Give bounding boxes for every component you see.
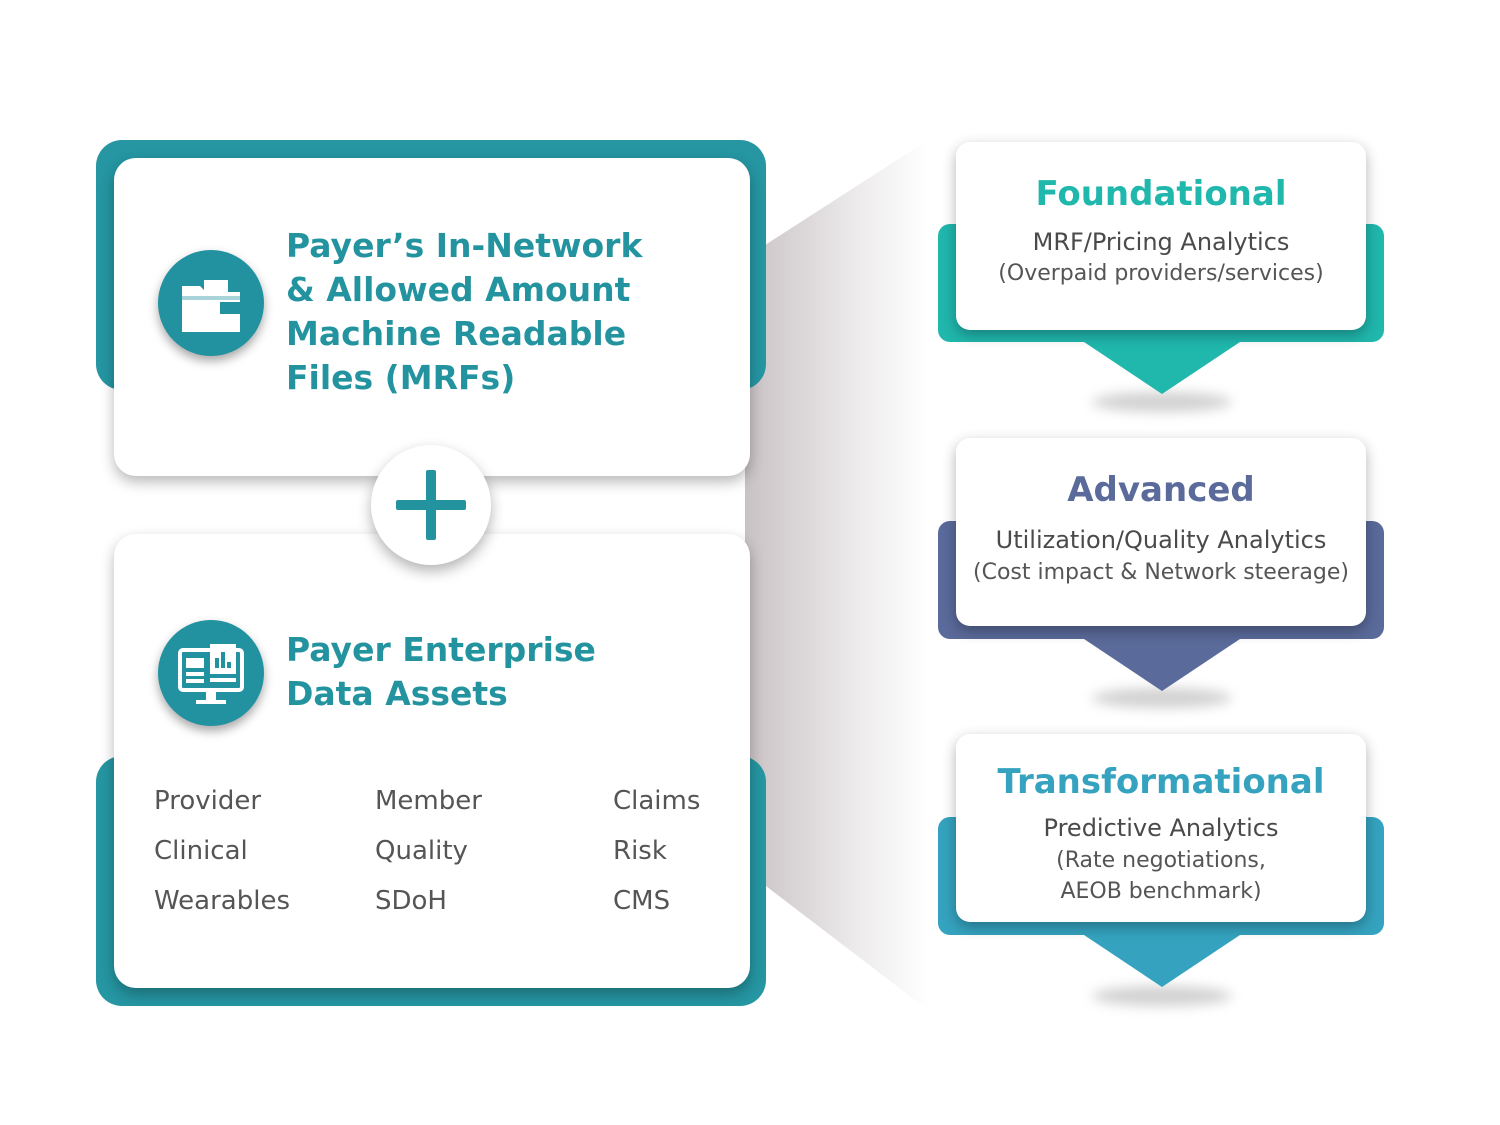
tier-foundational-sub: (Overpaid providers/services): [998, 261, 1324, 286]
asset-claims: Claims: [613, 786, 701, 816]
asset-sdoh: SDoH: [375, 886, 447, 916]
tier-foundational-arrow: [1084, 342, 1240, 394]
mrf-title: Payer’s In-Network & Allowed Amount Mach…: [286, 226, 643, 397]
asset-cms: CMS: [613, 886, 671, 916]
enterprise-title: Payer Enterprise Data Assets: [286, 630, 596, 713]
data-monitor-icon: [158, 620, 264, 726]
tier-transformational-name: Transformational: [997, 762, 1325, 802]
tier-foundational-name: Foundational: [1035, 174, 1287, 214]
asset-clinical: Clinical: [154, 836, 248, 866]
mrf-card: Payer’s In-Network & Allowed Amount Mach…: [114, 158, 750, 476]
tier-foundational-card: Foundational MRF/Pricing Analytics (Over…: [956, 142, 1366, 330]
asset-wearables: Wearables: [154, 886, 291, 916]
asset-member: Member: [375, 786, 482, 816]
tier-transformational-line: Predictive Analytics: [1043, 814, 1279, 842]
tier-advanced-arrow: [1084, 639, 1240, 691]
asset-risk: Risk: [613, 836, 667, 866]
asset-quality: Quality: [375, 836, 468, 866]
tier-foundational-shadow: [1092, 392, 1232, 412]
tier-transformational-sub: (Rate negotiations, AEOB benchmark): [1056, 848, 1266, 904]
tier-transformational-card: Transformational Predictive Analytics (R…: [956, 734, 1366, 922]
folder-file-icon: [158, 250, 264, 356]
tier-advanced-sub: (Cost impact & Network steerage): [973, 560, 1349, 585]
asset-provider: Provider: [154, 786, 262, 816]
enterprise-card: Payer Enterprise Data Assets Provider Me…: [114, 534, 750, 988]
tier-advanced-card: Advanced Utilization/Quality Analytics (…: [956, 438, 1366, 626]
tier-transformational-shadow: [1092, 986, 1232, 1006]
tier-foundational-line: MRF/Pricing Analytics: [1032, 228, 1290, 256]
tier-advanced-line: Utilization/Quality Analytics: [995, 526, 1327, 554]
plus-connector: [371, 445, 491, 565]
tier-advanced-name: Advanced: [1067, 470, 1255, 510]
plus-icon: [396, 470, 466, 540]
tier-transformational-arrow: [1084, 935, 1240, 987]
tier-advanced-shadow: [1092, 688, 1232, 708]
